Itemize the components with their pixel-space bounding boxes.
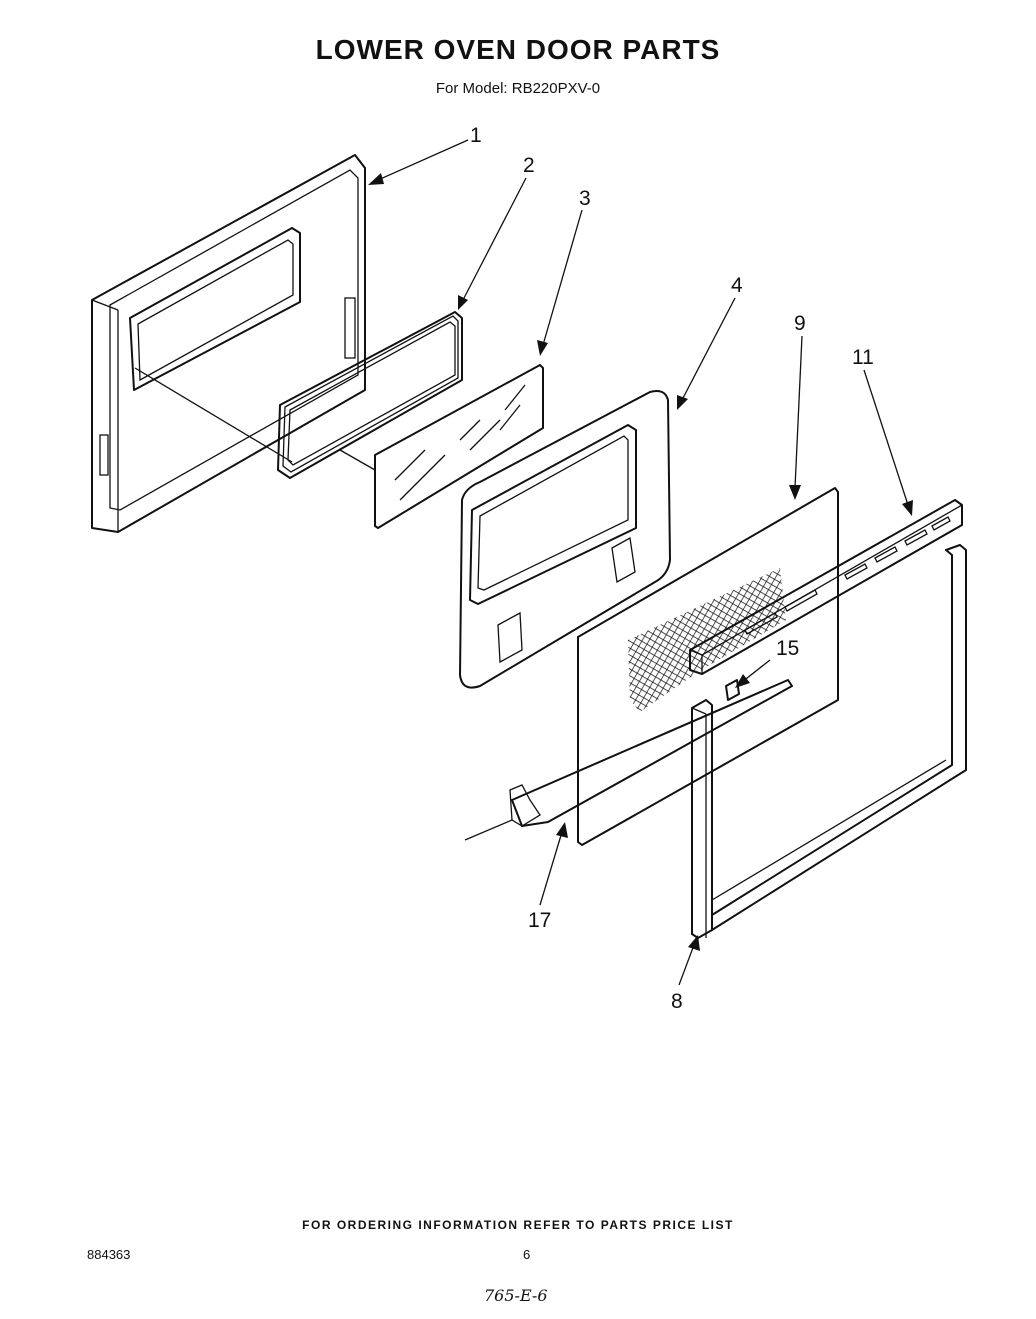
ordering-note: FOR ORDERING INFORMATION REFER TO PARTS … [302, 1218, 734, 1232]
callout-11: 11 [852, 346, 874, 369]
part-11-vent-rail [689, 499, 963, 675]
part-3-glass-panel [339, 364, 544, 529]
handwritten-note: 765-E-6 [484, 1286, 548, 1305]
part-4-inner-door-liner [459, 390, 671, 689]
document-number: 884363 [87, 1247, 131, 1262]
model-subtitle: For Model: RB220PXV-0 [435, 80, 601, 97]
page-title: LOWER OVEN DOOR PARTS [315, 34, 721, 65]
part-15-clip [725, 679, 740, 701]
callout-2: 2 [523, 154, 535, 177]
page-number: 6 [523, 1247, 531, 1262]
callout-3: 3 [579, 187, 591, 210]
callout-9: 9 [794, 312, 806, 335]
callout-15: 15 [776, 637, 799, 660]
part-1-outer-door-panel [91, 154, 366, 533]
callout-1: 1 [470, 124, 482, 147]
callout-4: 4 [731, 274, 743, 297]
callout-17: 17 [528, 909, 551, 932]
part-2-gasket [277, 311, 463, 479]
part-8-door-frame [691, 544, 967, 939]
callout-8: 8 [671, 990, 683, 1013]
part-9-inner-panel-mesh [577, 487, 839, 846]
leader-lines [368, 139, 913, 986]
part-17-bottom-trim [464, 679, 793, 841]
